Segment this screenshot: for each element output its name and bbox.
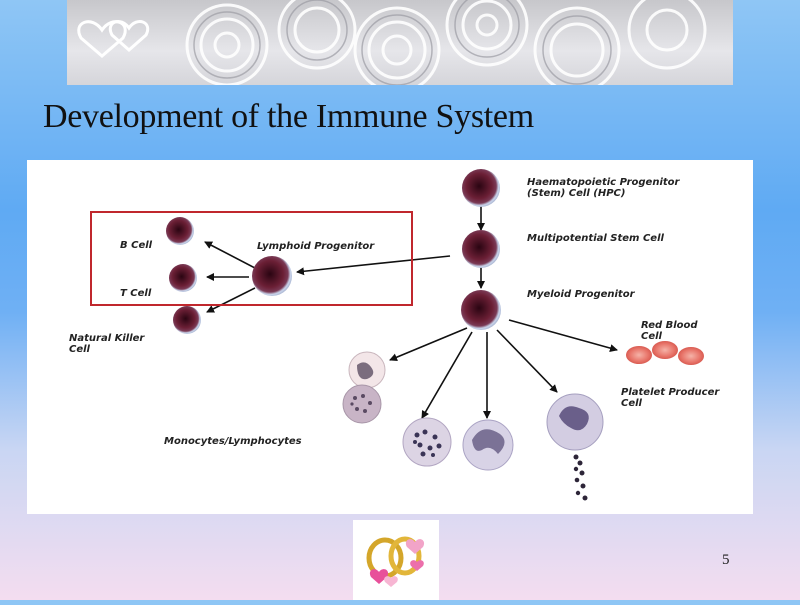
granulocyte-cells <box>342 351 514 471</box>
lymphoid-highlight-box <box>90 211 413 306</box>
nk-cell <box>173 306 201 334</box>
hpc-label-line1: Haematopoietic Progenitor <box>527 177 681 188</box>
arrow-to-monocyte-2 <box>421 331 473 419</box>
b-cell <box>166 217 194 245</box>
hematopoiesis-diagram: Haematopoietic Progenitor (Stem) Cell (H… <box>27 160 753 514</box>
rbc-label-line1: Red Blood <box>641 320 698 331</box>
multipotential-cell <box>462 230 500 268</box>
wedding-rings-hearts-icon <box>366 536 425 587</box>
arrow-to-red-blood <box>508 319 618 352</box>
rose-banner-icon <box>77 0 707 85</box>
arrow-to-lymphoid <box>296 255 451 276</box>
platelet-label-line2: Cell <box>621 398 643 409</box>
arrow-to-b-cell <box>204 241 256 269</box>
platelet-label-line1: Platelet Producer <box>621 387 720 398</box>
slide-title: Development of the Immune System <box>43 98 534 135</box>
wedding-rings-clipart <box>353 520 439 600</box>
platelet-producer-cell <box>546 393 604 501</box>
myeloid-cell <box>461 290 501 330</box>
nk-label-line2: Cell <box>69 344 91 355</box>
arrow-to-monocyte-1 <box>389 327 468 362</box>
lymphoid-label: Lymphoid Progenitor <box>257 241 375 252</box>
myeloid-label: Myeloid Progenitor <box>527 289 636 300</box>
arrow-to-platelet <box>496 329 558 393</box>
lymphoid-cell <box>252 256 292 296</box>
multipotential-label: Multipotential Stem Cell <box>527 233 664 244</box>
hpc-cell <box>462 169 500 207</box>
rose-banner <box>67 0 733 85</box>
hearts-outline-icon <box>77 20 150 58</box>
t-cell <box>169 264 197 292</box>
hpc-label-line2: (Stem) Cell (HPC) <box>527 188 625 199</box>
red-blood-cells <box>626 341 704 365</box>
b-cell-label: B Cell <box>120 240 153 251</box>
mono-lymph-label: Monocytes/Lymphocytes <box>164 436 302 447</box>
nk-label-line1: Natural Killer <box>69 333 145 344</box>
page-number: 5 <box>722 552 730 568</box>
rbc-label-line2: Cell <box>641 331 663 342</box>
t-cell-label: T Cell <box>120 288 152 299</box>
arrow-to-nk-cell <box>206 287 256 313</box>
arrows <box>204 206 618 419</box>
